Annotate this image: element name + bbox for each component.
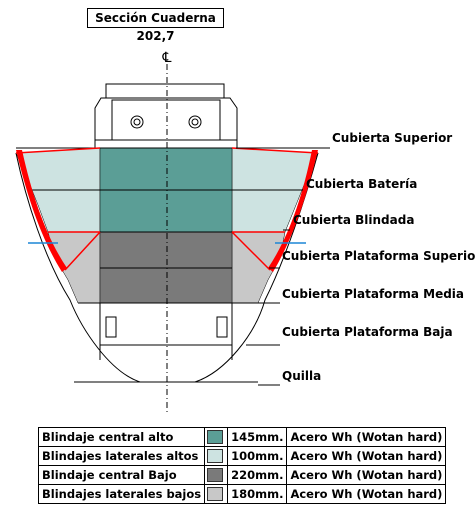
armor-belt-right bbox=[268, 150, 318, 272]
legend-swatch bbox=[207, 449, 224, 463]
legend-swatch bbox=[207, 487, 224, 501]
legend-material: Acero Wh (Wotan hard) bbox=[286, 446, 447, 466]
superstructure bbox=[94, 83, 238, 148]
legend-material: Acero Wh (Wotan hard) bbox=[286, 427, 447, 447]
leader-lines bbox=[236, 147, 330, 386]
legend-row: Blindaje central Bajo 220mm. Acero Wh (W… bbox=[37, 465, 447, 485]
legend-name: Blindajes laterales bajos bbox=[37, 484, 206, 504]
legend-row: Blindaje central alto 145mm. Acero Wh (W… bbox=[37, 427, 447, 447]
legend-thickness: 145mm. bbox=[227, 427, 288, 447]
deck-label-plataforma-baja: Cubierta Plataforma Baja bbox=[282, 325, 453, 339]
armor-legend-table: Blindaje central alto 145mm. Acero Wh (W… bbox=[37, 427, 447, 504]
legend-thickness: 100mm. bbox=[227, 446, 288, 466]
legend-material: Acero Wh (Wotan hard) bbox=[286, 465, 447, 485]
bilge-tank-left bbox=[105, 316, 117, 338]
legend-name: Blindaje central Bajo bbox=[37, 465, 206, 485]
legend-swatch bbox=[207, 430, 224, 444]
legend-material: Acero Wh (Wotan hard) bbox=[286, 484, 447, 504]
bilge-tank-right bbox=[216, 316, 228, 338]
armor-belt-left bbox=[16, 150, 67, 272]
deck-label-quilla: Quilla bbox=[282, 369, 322, 383]
legend-thickness: 220mm. bbox=[227, 465, 288, 485]
legend-row: Blindajes laterales bajos 180mm. Acero W… bbox=[37, 484, 447, 504]
deck-label-plataforma-media: Cubierta Plataforma Media bbox=[282, 287, 465, 301]
deck-label-bateria: Cubierta Batería bbox=[306, 177, 418, 191]
deck-label-superior: Cubierta Superior bbox=[332, 131, 453, 145]
centerline-symbol: ℄ bbox=[162, 50, 172, 66]
legend-name: Blindajes laterales altos bbox=[37, 446, 206, 466]
legend-thickness: 180mm. bbox=[227, 484, 288, 504]
deck-label-blindada: Cubierta Blindada bbox=[293, 213, 415, 227]
legend-row: Blindajes laterales altos 100mm. Acero W… bbox=[37, 446, 447, 466]
deck-label-plataforma-superior: Cubierta Plataforma Superior bbox=[282, 249, 476, 263]
legend-swatch bbox=[207, 468, 224, 482]
legend-name: Blindaje central alto bbox=[37, 427, 206, 447]
hull-section-diagram: ℄ bbox=[15, 50, 330, 415]
diagram-title: Sección Cuaderna 202,7 bbox=[87, 8, 224, 43]
